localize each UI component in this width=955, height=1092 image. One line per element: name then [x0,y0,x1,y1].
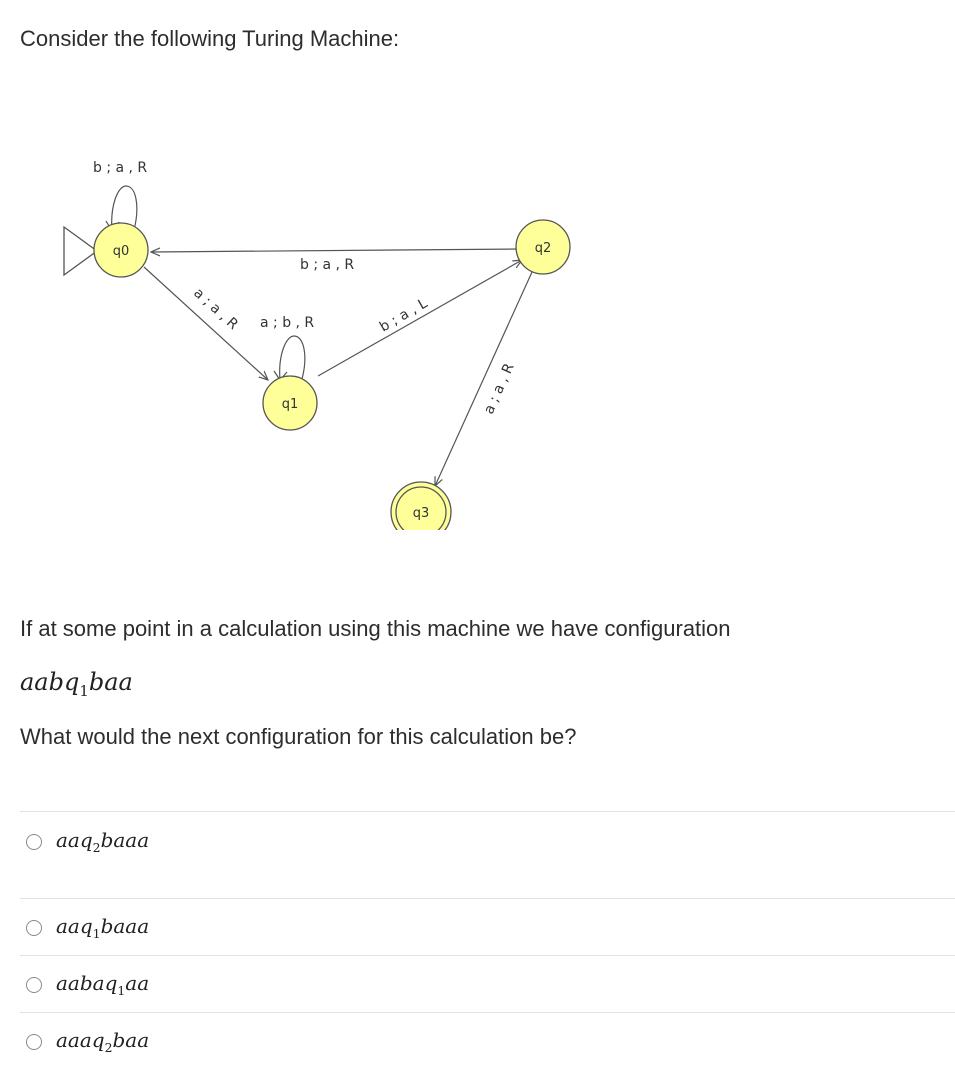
edge-label-q2-q0: b ; a , R [300,257,354,273]
initial-state-arrow [63,225,99,277]
turing-machine-diagram: b ; a , R a ; a , R b ; a , L a ; a , R … [63,160,571,530]
radio-button[interactable] [26,1033,42,1050]
state-q3: q3 [390,481,452,530]
prompt-text: What would the next configuration for th… [20,724,577,749]
edge-label-q1-q2: b ; a , L [377,295,430,335]
radio-button[interactable] [26,919,42,936]
radio-button[interactable] [26,833,42,850]
edge-q2-q0 [151,249,521,252]
divider [20,955,955,956]
question-text: If at some point in a calculation using … [20,616,731,641]
state-label-q0: q0 [113,244,130,259]
state-q1: q1 [262,375,318,431]
answer-option-4[interactable]: aaaq2baa [26,1028,149,1055]
answer-label: aaq2baaa [56,828,150,855]
answer-label: aaaq2baa [56,1028,150,1055]
divider [20,1012,955,1013]
answer-label: aaq1baaa [56,914,150,941]
state-label-q1: q1 [282,397,299,412]
answer-option-3[interactable]: aabaq1aa [26,971,149,998]
state-q0: q0 [93,222,149,278]
answer-option-2[interactable]: aaq1baaa [26,914,149,941]
edge-q2-q3 [435,271,533,486]
intro-text: Consider the following Turing Machine: [20,26,400,51]
edge-q0-q1 [143,266,268,380]
state-label-q2: q2 [535,241,552,256]
answer-label: aabaq1aa [56,971,150,998]
radio-button[interactable] [26,976,42,993]
answer-option-1[interactable]: aaq2baaa [26,828,149,855]
loop-q1 [279,335,306,381]
edge-label-q0-loop: b ; a , R [93,160,147,176]
edge-label-q1-loop: a ; b , R [260,315,314,331]
given-configuration: aabq1baa [20,668,133,700]
edge-q1-q2 [317,260,522,377]
loop-q0 [111,185,138,232]
divider [20,898,955,899]
state-label-q3: q3 [413,506,430,521]
divider [20,811,955,812]
state-q2: q2 [515,219,571,275]
edge-label-q0-q1: a ; a , R [190,285,241,333]
edge-label-q2-q3: a ; a , R [481,361,518,417]
